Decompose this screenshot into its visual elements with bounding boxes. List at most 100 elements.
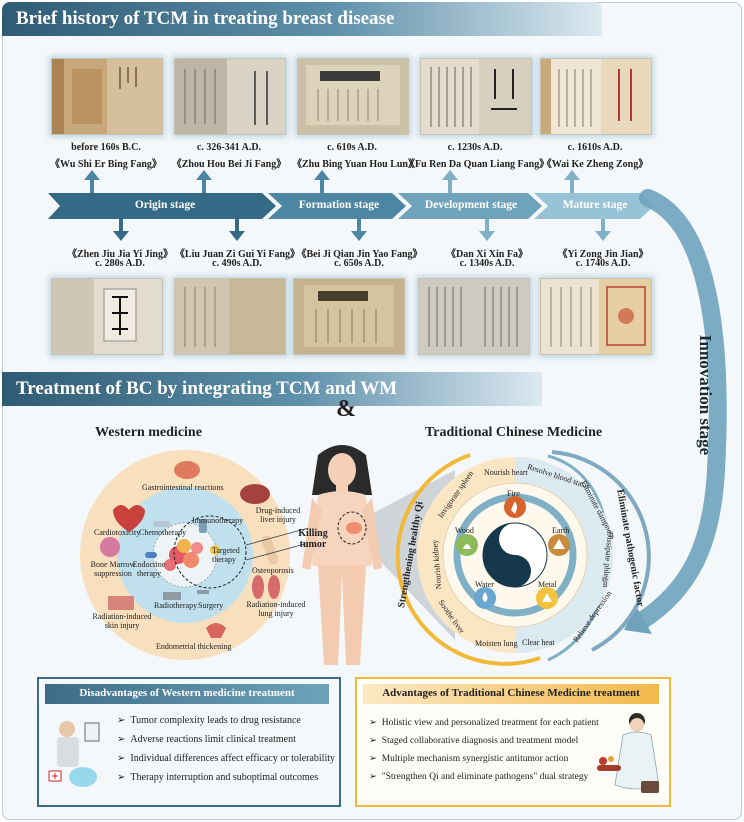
bottom-date-3: c. 650s A.D. <box>334 258 384 269</box>
element-water: Water <box>475 580 494 589</box>
book-image-dan-xi-xin-fa <box>418 278 530 355</box>
element-metal: Metal <box>538 580 557 589</box>
therapy-targeted: Targeted therapy <box>212 546 240 564</box>
therapy-surgery: Surgery <box>198 601 224 610</box>
top-date-2: c. 326-341 A.D. <box>196 142 262 153</box>
tcm-doctor-illustration <box>597 713 660 793</box>
book-image-zhu-bing-yuan-hou-lun <box>297 58 409 135</box>
advantage-text-1: Holistic view and personalized treatment… <box>381 718 599 728</box>
advantages-header: Advantages of Traditional Chinese Medici… <box>363 684 659 704</box>
bullet-icon: ➢ <box>117 715 126 726</box>
book-image-wai-ke-zheng-zong <box>540 58 652 135</box>
bullet-icon: ➢ <box>117 772 126 783</box>
therapy-chemotherapy: Chemotherapy <box>139 528 187 537</box>
disadvantage-text-3: Individual differences affect efficacy o… <box>130 753 336 764</box>
timeline-graphic <box>48 170 654 241</box>
disadvantage-text-4: Therapy interruption and suboptimal outc… <box>130 772 319 783</box>
therapy-immunotherapy: Immunotherapy <box>192 516 244 525</box>
disadvantages-header: Disadvantages of Western medicine treatm… <box>45 684 329 704</box>
bottom-book-2: 《Liu Juan Zi Gui Yi Fang》 <box>174 249 301 260</box>
bottom-book-5: 《Yi Zong Jin Jian》 <box>557 249 649 260</box>
advantage-text-3: Multiple mechanism synergistic antitumor… <box>381 754 569 764</box>
bottom-book-4: 《Dan Xi Xin Fa》 <box>446 249 528 260</box>
disadvantage-item-2: ➢ Adverse reactions limit clinical treat… <box>117 734 335 753</box>
advantage-item-4: ➢ "Strengthen Qi and eliminate pathogens… <box>369 771 599 789</box>
bullet-icon: ➢ <box>369 754 377 764</box>
element-earth: Earth <box>552 526 570 535</box>
advantage-text-2: Staged collaborative diagnosis and treat… <box>381 736 579 746</box>
top-book-4: 《Fu Ren Da Quan Liang Fang》 <box>405 159 550 170</box>
bullet-icon: ➢ <box>117 753 126 764</box>
disadvantage-item-3: ➢ Individual differences affect efficacy… <box>117 753 335 772</box>
disadvantage-text-2: Adverse reactions limit clinical treatme… <box>130 734 296 745</box>
disadvantage-item-1: ➢ Tumor complexity leads to drug resista… <box>117 715 335 734</box>
advantages-list: ➢ Holistic view and personalized treatme… <box>369 717 599 789</box>
book-image-fu-ren-da-quan-liang-fang <box>420 58 532 135</box>
side-effect-osteoporosis: Osteoporosis <box>252 566 294 575</box>
western-medicine-title: Western medicine <box>95 425 202 440</box>
stage-origin: Origin stage <box>134 199 196 211</box>
book-image-wu-shi-er-bing-fang <box>51 58 163 135</box>
element-wood: Wood <box>455 526 474 535</box>
advantage-item-2: ➢ Staged collaborative diagnosis and tre… <box>369 735 599 753</box>
bullet-icon: ➢ <box>117 734 126 745</box>
top-book-5: 《Wai Ke Zheng Zong》 <box>541 159 649 170</box>
therapy-endocrine: Endocrine therapy <box>132 560 166 578</box>
stage-mature: Mature stage <box>562 199 628 211</box>
disadvantage-text-1: Tumor complexity leads to drug resistanc… <box>130 715 301 726</box>
bottom-book-3: 《Bei Ji Qian Jin Yao Fang》 <box>296 249 423 260</box>
disadvantages-box: Disadvantages of Western medicine treatm… <box>37 677 341 807</box>
top-date-5: c. 1610s A.D. <box>567 142 623 153</box>
killing-tumor-label: Killing tumor <box>298 528 328 550</box>
up-arrows <box>84 170 330 193</box>
tcm-nourish-heart: Nourish heart <box>484 468 528 477</box>
bullet-icon: ➢ <box>369 718 377 728</box>
top-date-1: before 160s B.C. <box>71 142 141 153</box>
treatment-title: Treatment of BC by integrating TCM and W… <box>16 378 398 399</box>
advantages-title: Advantages of Traditional Chinese Medici… <box>382 687 640 699</box>
disadvantages-list: ➢ Tumor complexity leads to drug resista… <box>117 715 335 791</box>
bottom-book-1: 《Zhen Jiu Jia Yi Jing》 <box>67 249 173 260</box>
book-image-zhou-hou-bei-ji-fang <box>174 58 286 135</box>
bullet-icon: ➢ <box>369 736 377 746</box>
side-effect-gastrointestinal: Gastrointestinal reactions <box>142 483 224 492</box>
chevron-mature <box>534 193 654 219</box>
ampersand: & <box>336 396 356 422</box>
bullet-icon: ➢ <box>369 772 377 782</box>
stage-formation: Formation stage <box>298 199 380 211</box>
tcm-moisten-lung: Moisten lung <box>475 639 518 648</box>
chevron-origin <box>48 193 276 219</box>
advantages-box: Advantages of Traditional Chinese Medici… <box>355 677 671 807</box>
advantage-item-3: ➢ Multiple mechanism synergistic antitum… <box>369 753 599 771</box>
treatment-header: Treatment of BC by integrating TCM and W… <box>2 372 542 406</box>
top-book-1: 《Wu Shi Er Bing Fang》 <box>50 159 162 170</box>
therapy-radiotherapy: Radiotherapy <box>154 601 198 610</box>
tcm-clear-heat: Clear heat <box>522 638 555 647</box>
disadvantages-title: Disadvantages of Western medicine treatm… <box>79 687 295 699</box>
side-effect-skin: Radiation-induced skin injury <box>92 612 152 630</box>
chevron-development <box>398 193 542 219</box>
side-effect-endometrial: Endometrial thickening <box>156 642 232 651</box>
advantage-item-1: ➢ Holistic view and personalized treatme… <box>369 717 599 735</box>
book-image-bei-ji-qian-jin-yao-fang <box>293 278 405 355</box>
advantage-text-4: "Strengthen Qi and eliminate pathogens" … <box>381 772 589 782</box>
element-fire: Fire <box>507 489 520 498</box>
top-date-4: c. 1230s A.D. <box>447 142 503 153</box>
book-image-zhen-jiu-jia-yi-jing <box>51 278 163 355</box>
top-book-3: 《Zhu Bing Yuan Hou Lun》 <box>292 159 418 170</box>
side-effect-cardiotoxicity: Cardiotoxicity <box>94 528 141 537</box>
chevron-formation <box>268 193 406 219</box>
history-header: Brief history of TCM in treating breast … <box>2 2 602 36</box>
bottom-date-2: c. 490s A.D. <box>212 258 262 269</box>
bottom-date-1: c. 280s A.D. <box>95 258 145 269</box>
side-effect-liver: Drug-induced liver injury <box>255 506 301 524</box>
side-effect-bone-marrow: Bone Marrow suppression <box>90 560 136 578</box>
top-book-2: 《Zhou Hou Bei Ji Fang》 <box>171 159 287 170</box>
disadvantage-item-4: ➢ Therapy interruption and suboptimal ou… <box>117 772 335 791</box>
tcm-title: Traditional Chinese Medicine <box>425 425 603 440</box>
side-effect-lung: Radiation-induced lung injury <box>246 600 306 618</box>
book-image-liu-juan-zi-gui-yi-fang <box>174 278 286 355</box>
history-title: Brief history of TCM in treating breast … <box>16 8 395 29</box>
book-image-yi-zong-jin-jian <box>540 278 652 355</box>
